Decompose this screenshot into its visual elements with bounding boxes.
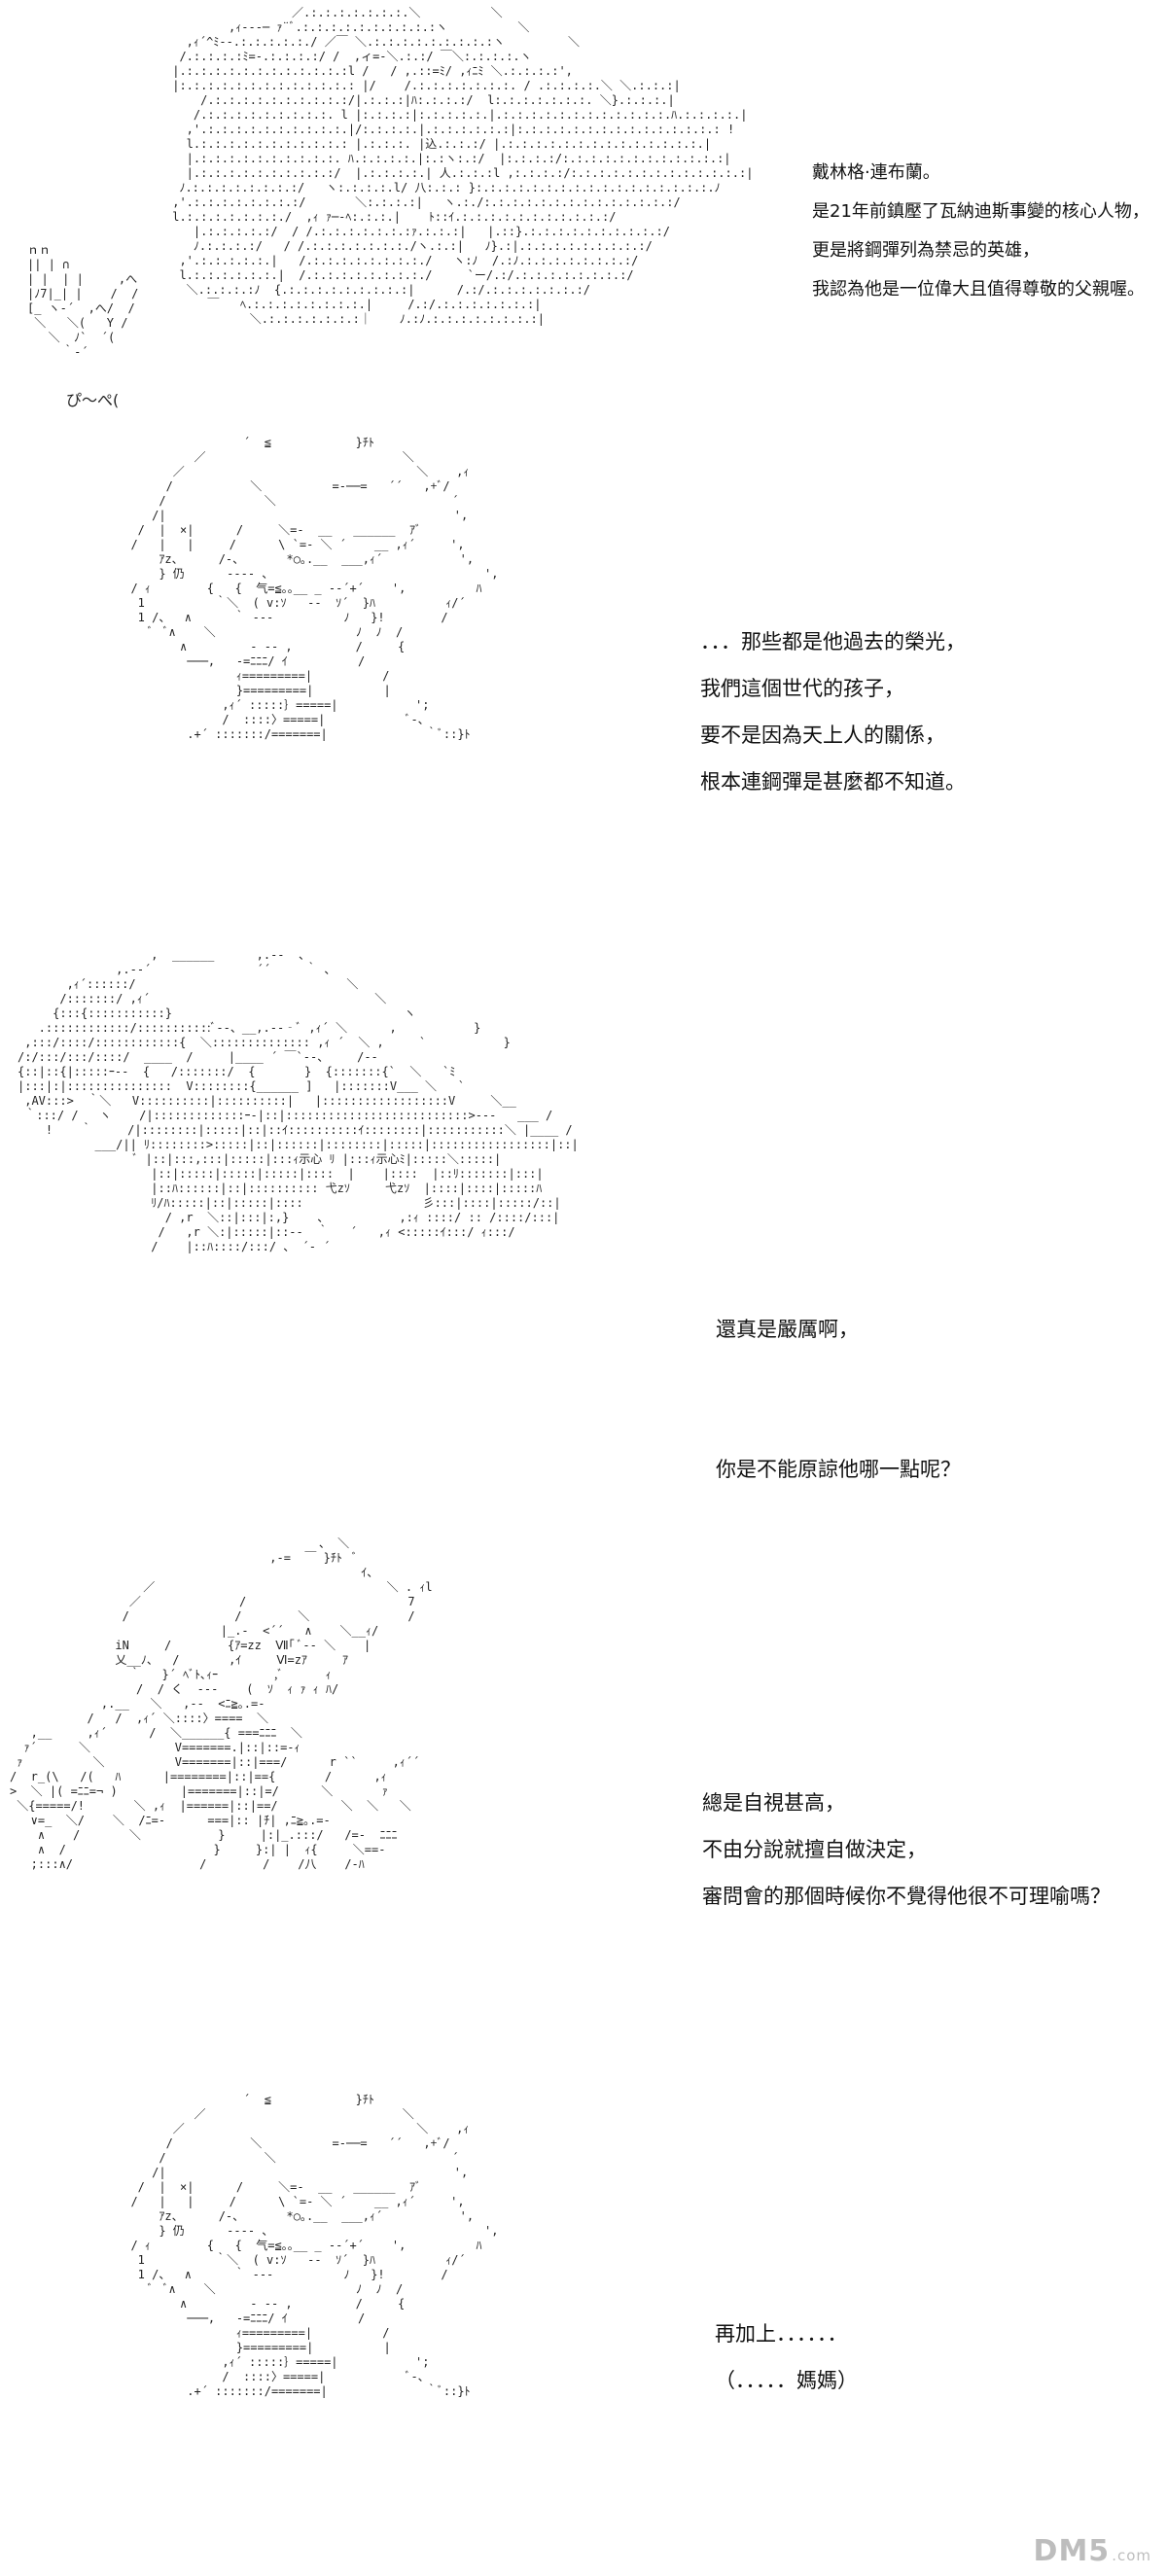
dialog-line: 不由分說就擅自做決定， [702, 1838, 927, 1861]
ascii-art-figure-hat-back-2: ´ ≦ }ﾁﾄ ／ ＼ ／ ＼ ,ｨ / ＼ =-──= ´´ ,+ﾞ/ / ＼ [130, 2093, 499, 2398]
dialog-panel-1: 戴林格·連布蘭。 是21年前鎮壓了瓦納迪斯事變的核心人物， 更是將鋼彈列為禁忌的… [812, 154, 1149, 309]
watermark-suffix: .com [1112, 2547, 1151, 2564]
ascii-art-figure-uniform: ／.:.:.:.:.:.:.:.＼ ＼ ,ｨ-‐‐─ ｧ¨ﾞ.:.:.:.:.:… [172, 6, 754, 326]
dialog-line: 還真是嚴厲啊， [716, 1318, 859, 1341]
dialog-panel-2: ．．．那些都是他過去的榮光， 我們這個世代的孩子， 要不是因為天上人的關係， 根… [700, 618, 966, 805]
site-watermark-logo: DM5.com [1034, 2534, 1151, 2568]
dialog-panel-5: 再加上．．．．．． （．．．．．媽媽） [715, 2311, 858, 2404]
watermark-text: DM5 [1033, 2534, 1111, 2568]
dialog-panel-4: 總是自視甚高， 不由分說就擅自做決定， 審問會的那個時候你不覺得他很不可理喻嗎？ [702, 1780, 1111, 1920]
ascii-art-small-figure: ｎｎ || | ∩ | | | | ,へ |ﾉ7|_| | / / [_ ヽ-´… [27, 243, 139, 359]
dialog-line: 我認為他是一位偉大且值得尊敬的父親喔。 [812, 279, 1145, 300]
dialog-line: 我們這個世代的孩子， [700, 677, 904, 700]
dialog-panel-3: 還真是嚴厲啊， 你是不能原諒他哪一點呢？ [716, 1213, 961, 1586]
dialog-line: 根本連鋼彈是甚麼都不知道。 [700, 770, 966, 794]
ascii-art-figure-angry: 、 ＼ ,-= ￣ }ﾁﾄ ﾞ ｲ、 ／ ＼ . ｨl ／ [10, 1536, 433, 1871]
ascii-art-figure-smiling: , ______ ,.-- 、 ,.-‐´ ´´ ｀ 、 ,ｨ´::::::/ … [18, 948, 961, 1481]
panel-1: ／.:.:.:.:.:.:.:.＼ ＼ ,ｨ-‐‐─ ｧ¨ﾞ.:.:.:.:.:… [0, 0, 1167, 409]
dialog-line: 要不是因為天上人的關係， [700, 723, 945, 747]
dialog-line: 再加上．．．．．． [715, 2322, 848, 2346]
panel-5: ´ ≦ }ﾁﾄ ／ ＼ ／ ＼ ,ｨ / ＼ =-──= ´´ ,+ﾞ/ / ＼ [0, 2081, 1167, 2576]
panel-2: ´ ≦ }ﾁﾄ ／ ＼ ／ ＼ ,ｨ / ＼ =-──= ´´ ,+ﾞ/ / ＼ [0, 436, 1167, 922]
dialog-line: ．．．那些都是他過去的榮光， [700, 630, 966, 653]
dialog-line: 是21年前鎮壓了瓦納迪斯事變的核心人物， [812, 201, 1149, 222]
dialog-line: 總是自視甚高， [702, 1791, 845, 1815]
panel-3: , ______ ,.-- 、 ,.-‐´ ´´ ｀ 、 ,ｨ´::::::/ … [0, 948, 1167, 1522]
panel-4: 、 ＼ ,-= ￣ }ﾁﾄ ﾞ ｲ、 ／ ＼ . ｨl ／ [0, 1536, 1167, 2062]
dialog-line: 戴林格·連布蘭。 [812, 162, 940, 183]
side-sound-effect: ぴ～ぺ( [66, 391, 120, 409]
dialog-line: 更是將鋼彈列為禁忌的英雄， [812, 240, 1040, 261]
ascii-art-figure-hat-back: ´ ≦ }ﾁﾄ ／ ＼ ／ ＼ ,ｨ / ＼ =-──= ´´ ,+ﾞ/ / ＼ [130, 436, 499, 741]
dialog-line: 你是不能原諒他哪一點呢？ [716, 1458, 961, 1481]
dialog-line: 審問會的那個時候你不覺得他很不可理喻嗎？ [702, 1885, 1111, 1908]
dialog-line: （．．．．．媽媽） [715, 2369, 858, 2392]
